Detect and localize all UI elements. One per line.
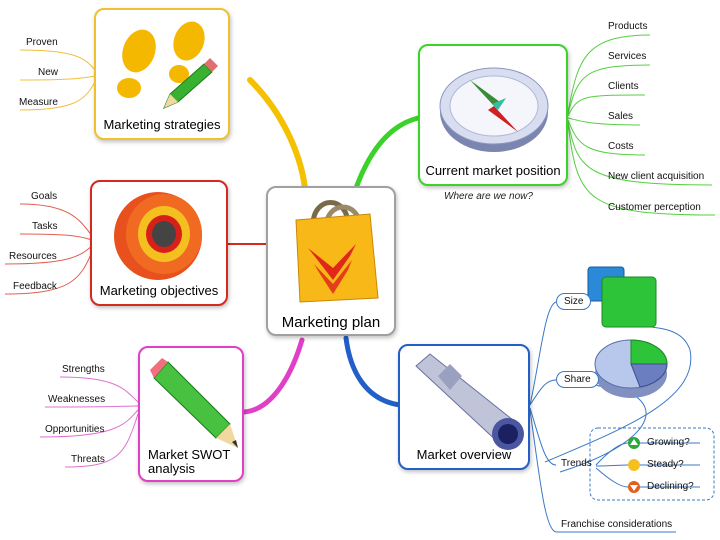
overview-node[interactable]: Market overview [398,344,530,470]
swot-label: Market SWOT analysis [148,448,242,476]
branch-overview [343,335,403,408]
trends-label[interactable]: Trends [561,458,592,469]
strategies-node[interactable]: Marketing strategies [94,8,230,140]
size-pill[interactable]: Size [556,293,592,310]
trends-dashed-box [589,427,715,501]
branch-strategies [247,77,308,191]
position-leaf[interactable]: Costs [608,141,634,152]
position-leaf[interactable]: Clients [608,81,639,92]
branch-position [353,115,421,191]
trend-item-growing[interactable]: Growing? [647,437,690,448]
objectives-leaf[interactable]: Tasks [32,221,58,232]
telescope-icon [415,353,524,450]
swot-node[interactable]: Market SWOT analysis [138,346,244,482]
position-leaf[interactable]: Sales [608,111,634,122]
strategies-leaf[interactable]: Measure [19,97,58,108]
dot-icon [628,459,640,471]
overview-label: Market overview [416,447,512,462]
objectives-leaf[interactable]: Feedback [13,281,57,292]
position-label: Current market position [425,163,561,178]
strategies-label: Marketing strategies [103,117,221,132]
pie-chart-icon [594,339,668,398]
swot-label-line1: Market SWOT [148,447,231,462]
objectives-label: Marketing objectives [99,283,219,298]
center-node[interactable]: Marketing plan [266,186,396,336]
compass-icon [439,67,549,152]
trend-item-steady[interactable]: Steady? [647,459,684,470]
squares-icon [587,266,657,328]
franchise-label[interactable]: Franchise considerations [561,519,673,530]
objectives-node[interactable]: Marketing objectives [90,180,228,306]
position-leaf[interactable]: Products [608,21,648,32]
position-caption: Where are we now? [444,191,533,202]
branch-swot [241,337,305,415]
swot-leaf[interactable]: Threats [71,454,105,465]
objectives-leaf[interactable]: Resources [9,251,57,262]
strategies-leaf[interactable]: Proven [26,37,58,48]
target-icon [114,192,202,280]
shopping-bag-icon [295,200,379,303]
swot-label-line2: analysis [148,461,195,476]
position-leaf[interactable]: Services [608,51,647,62]
swot-leaf[interactable]: Weaknesses [48,394,106,405]
strategies-leaf[interactable]: New [38,67,59,78]
objectives-leaf[interactable]: Goals [31,191,58,202]
center-label: Marketing plan [281,314,381,331]
trend-item-declining[interactable]: Declining? [647,481,694,492]
pencil-icon [150,358,238,448]
position-node[interactable]: Current market position [418,44,568,186]
footprints-with-pencil-icon [117,21,218,109]
share-pill[interactable]: Share [556,371,599,388]
swot-leaf[interactable]: Opportunities [45,424,105,435]
position-leaf[interactable]: New client acquisition [608,171,705,182]
position-leaf[interactable]: Customer perception [608,202,701,213]
swot-leaf[interactable]: Strengths [62,364,105,375]
